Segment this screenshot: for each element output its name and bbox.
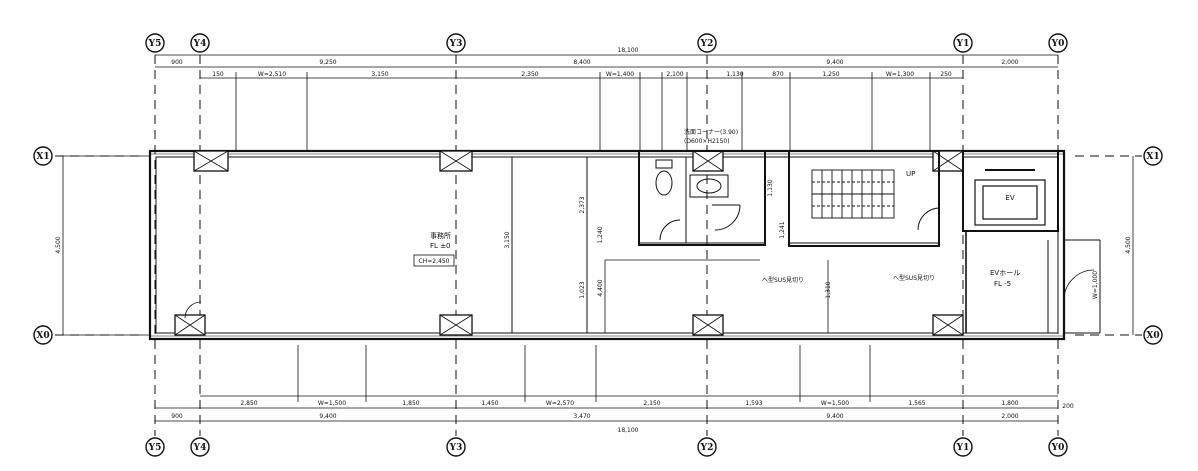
dim-top-detail-7: 1,130 <box>726 71 743 78</box>
toilet-fixtures <box>655 159 741 241</box>
dim-bottom-detail-6: 2,150 <box>643 400 660 407</box>
dim-interior-4: 1,023 <box>579 281 586 298</box>
interior-walls <box>511 150 1101 334</box>
dim-interior-1: 2,373 <box>579 196 586 213</box>
top-grid-axis <box>145 33 1068 53</box>
dim-bottom-span-6: 200 <box>1062 403 1074 410</box>
dim-top-span-5: 2,000 <box>1001 59 1018 66</box>
dim-bottom-span-4: 9,400 <box>826 413 843 420</box>
dim-bottom-detail-4: 1,450 <box>481 400 498 407</box>
dim-top-detail-3: 3,150 <box>371 71 388 78</box>
bottom-dimension-lines <box>155 345 1058 422</box>
grid-label-bottom-y1: Y1 <box>956 443 970 453</box>
dim-bottom-detail-5: W=2,570 <box>546 400 574 407</box>
dim-interior-9: W=1,000 <box>1092 271 1099 299</box>
dim-interior-6: 1,130 <box>767 179 774 196</box>
ev-hall-label: EVホール <box>990 269 1020 277</box>
dim-bottom-detail-7: 1,593 <box>745 400 762 407</box>
bottom-grid-axis <box>145 437 1068 457</box>
office-ch-box <box>413 254 455 267</box>
office-ceiling-height: CH=2,450 <box>419 258 450 265</box>
grid-label-top-y2: Y2 <box>700 39 714 49</box>
dim-top-detail-8: 870 <box>772 71 784 78</box>
grid-label-bottom-y2: Y2 <box>700 443 714 453</box>
dim-top-detail-2: W=2,510 <box>258 71 286 78</box>
dim-bottom-detail-9: 1,565 <box>908 400 925 407</box>
grid-center-lines <box>55 55 1142 436</box>
dim-bottom-span-1: 900 <box>171 413 183 420</box>
grid-label-left-x1: X1 <box>36 152 49 162</box>
dim-top-detail-5: W=1,400 <box>606 71 634 78</box>
dim-top-detail-11: 250 <box>940 71 952 78</box>
dim-interior-7: 1,241 <box>779 221 786 238</box>
dim-top-total: 18,100 <box>618 47 639 54</box>
dim-bottom-detail-3: 1,850 <box>402 400 419 407</box>
grid-label-bottom-y0: Y0 <box>1051 443 1065 453</box>
grid-label-bottom-y4: Y4 <box>193 443 207 453</box>
grid-label-top-y4: Y4 <box>193 39 207 49</box>
dim-top-detail-10: W=1,300 <box>886 71 914 78</box>
staircase <box>811 169 941 231</box>
dim-bottom-detail-2: W=1,500 <box>318 400 346 407</box>
grid-label-top-y1: Y1 <box>956 39 970 49</box>
dim-top-span-4: 9,400 <box>826 59 843 66</box>
exterior-walls <box>148 149 1066 341</box>
grid-label-top-y3: Y3 <box>449 39 463 49</box>
ev-label: EV <box>1005 194 1014 202</box>
grid-label-bottom-y3: Y3 <box>449 443 463 453</box>
dim-top-span-2: 9,250 <box>319 59 336 66</box>
dim-top-detail-9: 1,250 <box>822 71 839 78</box>
dim-top-detail-6: 2,100 <box>666 71 683 78</box>
sus-trim-note-2: へ型SUS見切り <box>893 274 935 282</box>
elevator-shaft <box>974 169 1046 226</box>
side-dimension-lines <box>62 155 1134 336</box>
dim-bottom-detail-1: 2,850 <box>240 400 257 407</box>
sus-trim-note-1: へ型SUS見切り <box>762 276 804 284</box>
toilet-corner-spec: (D600×H2150) <box>684 138 730 145</box>
stair-up-label: UP <box>906 170 915 178</box>
dim-top-detail-4: 2,350 <box>521 71 538 78</box>
dim-bottom-span-5: 2,000 <box>1001 413 1018 420</box>
top-dimension-lines <box>155 54 1058 150</box>
dim-bottom-span-3: 3,470 <box>573 413 590 420</box>
grid-label-bottom-y5: Y5 <box>148 443 162 453</box>
dim-top-span-1: 900 <box>171 59 183 66</box>
dim-interior-2: 3,150 <box>504 231 511 248</box>
dim-top-span-3: 8,400 <box>573 59 590 66</box>
grid-label-top-y0: Y0 <box>1051 39 1065 49</box>
grid-label-top-y5: Y5 <box>148 39 162 49</box>
side-grid-axis <box>33 146 1163 345</box>
dim-bottom-detail-10: 1,800 <box>1001 400 1018 407</box>
office-name: 事務所 <box>430 231 451 240</box>
grid-label-right-x1: X1 <box>1146 152 1159 162</box>
grid-label-right-x0: X0 <box>1146 331 1159 341</box>
dim-interior-5: 4,400 <box>597 279 604 296</box>
column-cross-marks <box>174 150 964 336</box>
dim-bottom-total: 18,100 <box>618 427 639 434</box>
dim-interior-3: 1,240 <box>597 226 604 243</box>
dim-top-detail-1: 150 <box>212 71 224 78</box>
toilet-corner-label: 洗面コーナー(3.90) <box>684 128 738 136</box>
door-swings <box>184 269 1095 319</box>
dim-left-height: 4,500 <box>55 236 62 253</box>
ev-hall-floor-level: FL -5 <box>994 280 1011 288</box>
dim-right-height: 4,500 <box>1125 236 1132 253</box>
dim-interior-8: 1,310 <box>825 281 832 298</box>
dim-bottom-span-2: 9,400 <box>319 413 336 420</box>
office-floor-level: FL ±0 <box>430 242 450 250</box>
dim-bottom-detail-8: W=1,500 <box>821 400 849 407</box>
grid-label-left-x0: X0 <box>36 331 49 341</box>
